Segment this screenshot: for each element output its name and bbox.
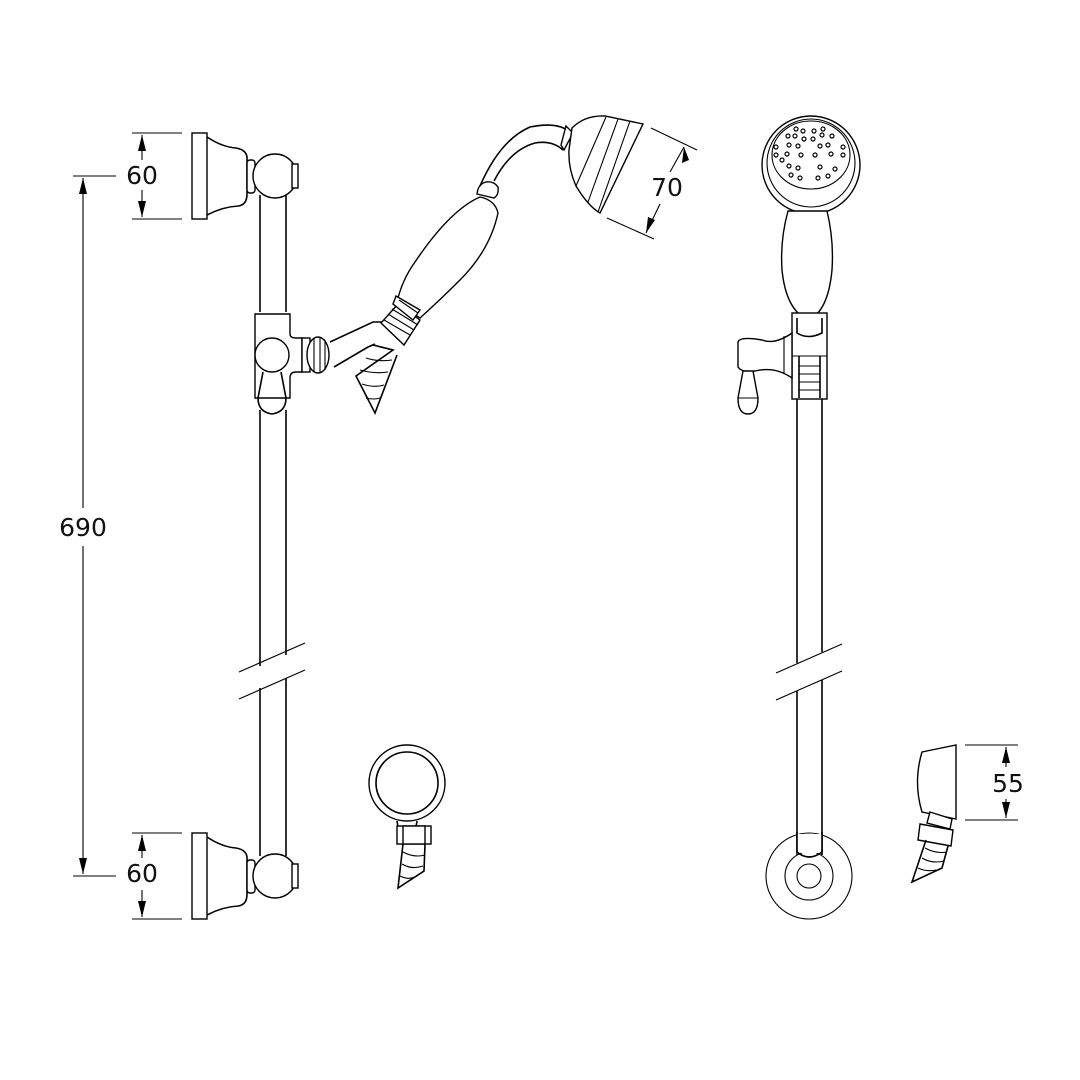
slider-block [254,313,385,415]
wall-holder-height-label: 55 [992,769,1024,798]
top-wall-bracket [191,132,299,220]
front-slide-rail [775,398,843,855]
dimension-690: 690 [59,175,116,877]
front-slider [737,312,828,415]
rail-length-label: 690 [59,513,107,542]
wall-holder-side: 55 [910,744,1024,884]
bottom-rosette [765,832,853,920]
dimension-bottom-60: 60 [126,832,182,920]
front-handset [761,115,861,321]
dimension-55: 55 [965,744,1024,821]
top-bracket-height-label: 60 [126,161,158,190]
bottom-wall-bracket [191,832,299,920]
bottom-bracket-height-label: 60 [126,859,158,888]
slide-rail [238,195,306,856]
front-elevation [737,115,861,920]
wall-holder-front [368,744,446,890]
shower-head-diameter-label: 70 [651,173,683,202]
hose-nut [354,303,421,415]
angled-handset [392,115,645,322]
side-elevation: 690 60 60 [59,115,698,920]
dimension-top-60: 60 [126,132,182,220]
dimension-70: 70 [606,127,698,240]
spray-holes [773,126,846,181]
